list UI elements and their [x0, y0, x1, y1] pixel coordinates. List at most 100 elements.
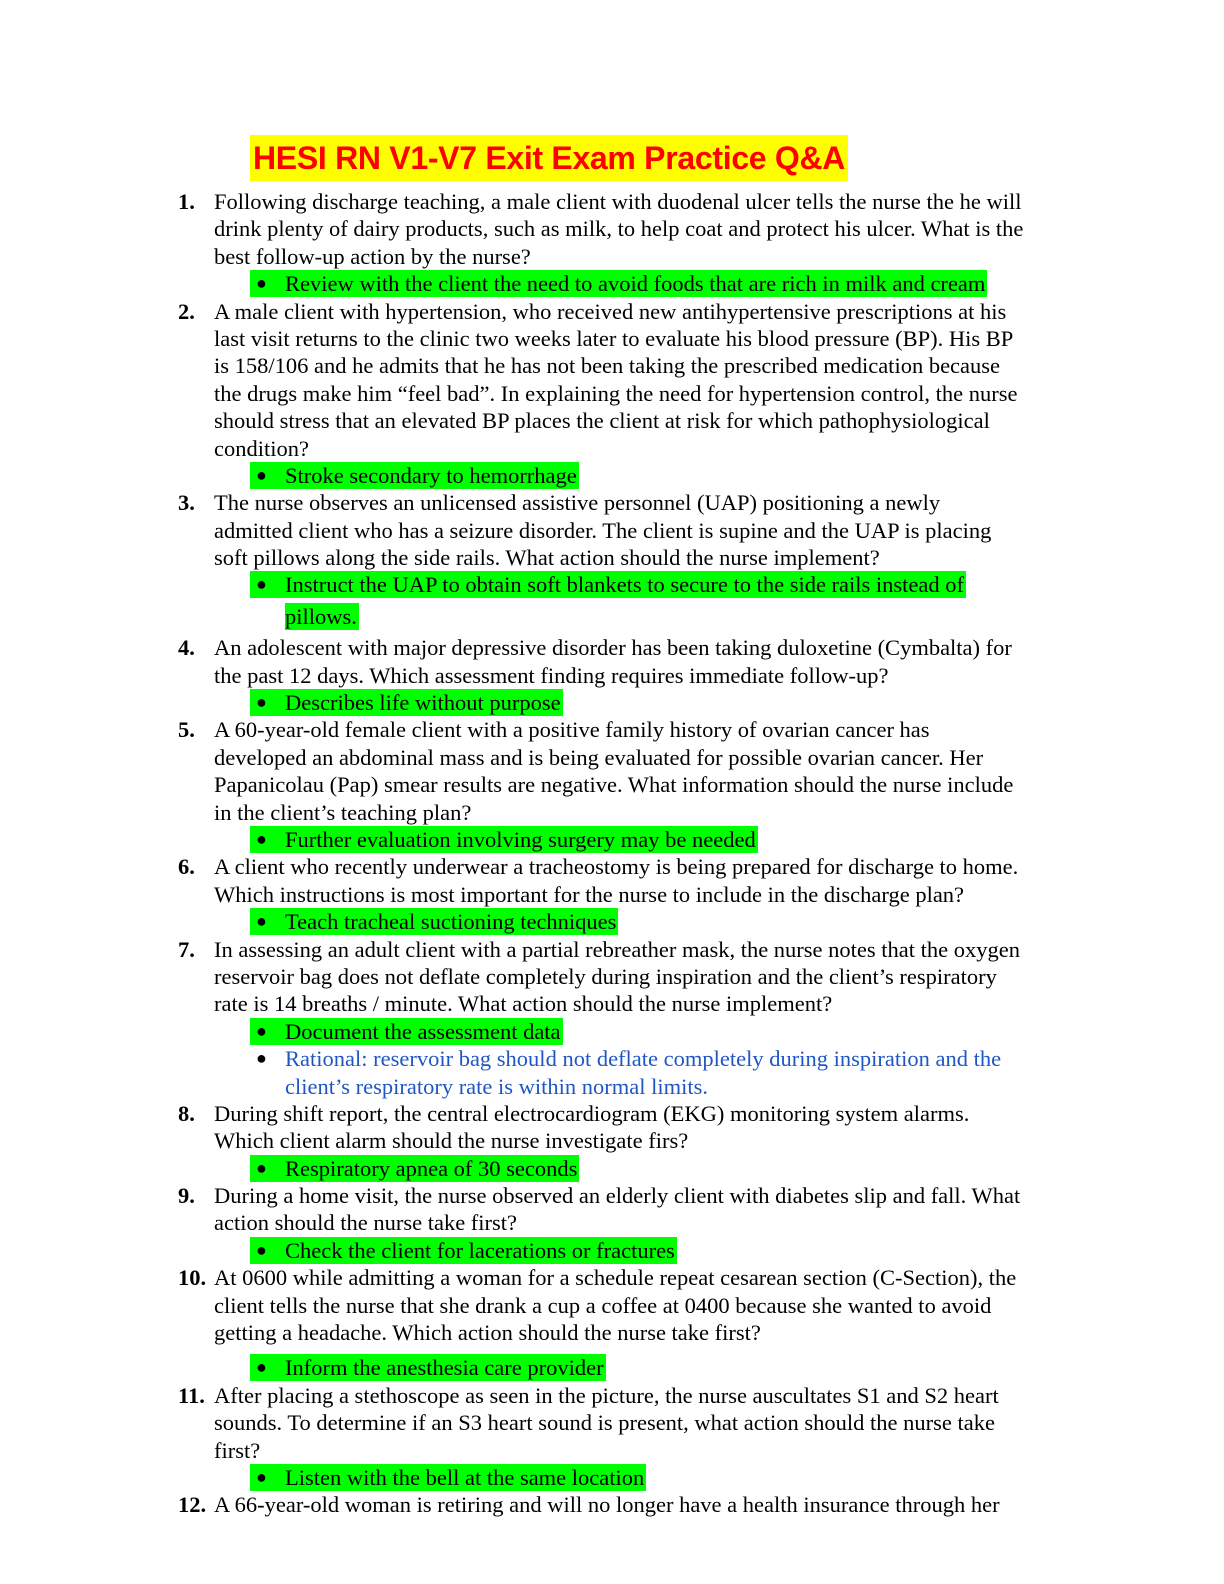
question-number: 10. [178, 1265, 207, 1291]
question-text: getting a headache. Which action should … [214, 1320, 761, 1346]
question-line: Papanicolau (Pap) smear results are nega… [0, 771, 1224, 798]
question-text: drink plenty of dairy products, such as … [214, 216, 1024, 242]
question-number: 12. [178, 1492, 207, 1518]
question-number: 3. [178, 490, 195, 516]
question-text: In assessing an adult client with a part… [214, 936, 1021, 962]
question-item: 12. A 66-year-old woman is retiring and w… [0, 1491, 1224, 1518]
answer-line: ●Review with the client the need to avoi… [0, 270, 1224, 298]
rationale-line: client’s respiratory rate is within norm… [0, 1073, 1224, 1100]
bullet-icon: ● [256, 1466, 267, 1487]
answer-line: ●Teach tracheal suctioning techniques [0, 908, 1224, 936]
bullet-icon: ● [256, 828, 267, 849]
answer-highlight: ●Review with the client the need to avoi… [250, 270, 988, 298]
question-text: condition? [214, 435, 309, 461]
question-number: 8. [178, 1100, 195, 1126]
bullet-icon: ● [256, 1239, 267, 1260]
question-line: drink plenty of dairy products, such as … [0, 215, 1224, 242]
question-item: 2.A male client with hypertension, who r… [0, 298, 1224, 490]
answer-line: ● Instruct the UAP to obtain soft blanket… [0, 571, 1224, 599]
question-text: best follow-up action by the nurse? [214, 243, 531, 269]
answer-highlight: ●Respiratory apnea of 30 seconds [250, 1154, 580, 1182]
answer-text: Check the client for lacerations or frac… [285, 1237, 675, 1263]
question-line: should stress that an elevated BP places… [0, 407, 1224, 434]
question-number: 11. [178, 1382, 205, 1408]
answer-line: ●Respiratory apnea of 30 seconds [0, 1154, 1224, 1182]
answer-line: ● Listen with the bell at the same locati… [0, 1463, 1224, 1491]
question-number: 9. [178, 1183, 195, 1209]
answer-line: ● Inform the anesthesia care provider [0, 1354, 1224, 1382]
title-container: HESI RN V1-V7 Exit Exam Practice Q&A [250, 135, 849, 181]
answer-highlight: ● Inform the anesthesia care provider [250, 1354, 606, 1382]
question-number: 4. [178, 635, 195, 661]
bullet-icon: ● [256, 464, 267, 485]
answer-line: ●Document the assessment data [0, 1017, 1224, 1045]
question-item: 6.A client who recently underwear a trac… [0, 853, 1224, 936]
question-line: 11. After placing a stethoscope as seen i… [0, 1382, 1224, 1409]
question-list: 1. Following discharge teaching, a male c… [0, 188, 1224, 1519]
question-line: 6.A client who recently underwear a trac… [0, 853, 1224, 880]
question-text: should stress that an elevated BP places… [214, 408, 990, 434]
answer-text: Inform the anesthesia care provider [285, 1355, 604, 1381]
question-item: 1. Following discharge teaching, a male c… [0, 188, 1224, 298]
answer-line: ●Describes life without purpose [0, 689, 1224, 717]
question-line: 1. Following discharge teaching, a male c… [0, 188, 1224, 215]
question-line: 12. A 66-year-old woman is retiring and w… [0, 1491, 1224, 1518]
question-text: A 60-year-old female client with a posit… [214, 717, 930, 743]
question-text: A 66-year-old woman is retiring and will… [214, 1492, 1000, 1518]
answer-text: pillows. [285, 603, 357, 629]
answer-highlight: ● Further evaluation involving surgery ma… [250, 825, 758, 853]
question-text: admitted client who has a seizure disord… [214, 517, 992, 543]
answer-text: Instruct the UAP to obtain soft blankets… [285, 572, 965, 598]
question-line: 10.At 0600 while admitting a woman for a… [0, 1264, 1224, 1291]
answer-text: Further evaluation involving surgery may… [285, 826, 756, 852]
question-item: 7.In assessing an adult client with a pa… [0, 936, 1224, 1100]
answer-highlight: ●Describes life without purpose [250, 689, 563, 717]
question-text: During shift report, the central electro… [214, 1100, 970, 1126]
question-number: 6. [178, 854, 195, 880]
answer-highlight: ●Document the assessment data [250, 1017, 563, 1045]
question-number: 1. [178, 189, 195, 214]
question-number: 2. [178, 298, 195, 324]
question-line: is 158/106 and he admits that he has not… [0, 352, 1224, 379]
question-text: sounds. To determine if an S3 heart soun… [214, 1410, 995, 1436]
question-line: reservoir bag does not deflate completel… [0, 963, 1224, 990]
question-line: Which client alarm should the nurse inve… [0, 1127, 1224, 1154]
answer-text: Teach tracheal suctioning techniques [285, 909, 617, 935]
question-line: 5. A 60-year-old female client with a pos… [0, 716, 1224, 743]
question-item: 11. After placing a stethoscope as seen i… [0, 1382, 1224, 1492]
question-text: rate is 14 breaths / minute. What action… [214, 991, 833, 1017]
question-item: 9. During a home visit, the nurse observe… [0, 1182, 1224, 1264]
answer-highlight: ● Listen with the bell at the same locati… [250, 1463, 647, 1491]
question-line: the past 12 days. Which assessment findi… [0, 662, 1224, 689]
rationale: client’s respiratory rate is within norm… [285, 1073, 708, 1100]
question-line: first? [0, 1437, 1224, 1464]
question-text: action should the nurse take first? [214, 1210, 518, 1236]
question-text: Which instructions is most important for… [214, 881, 965, 907]
question-line: 2.A male client with hypertension, who r… [0, 298, 1224, 325]
answer-text: Describes life without purpose [285, 690, 561, 716]
question-line: best follow-up action by the nurse? [0, 243, 1224, 270]
question-item: 10.At 0600 while admitting a woman for a… [0, 1264, 1224, 1382]
answer-line: pillows. [0, 602, 1224, 630]
rationale-text: Rational: reservoir bag should not defla… [285, 1046, 1002, 1072]
bullet-icon: ● [256, 574, 267, 595]
question-text: Following discharge teaching, a male cli… [214, 189, 1022, 214]
bullet-icon: ● [256, 1157, 267, 1178]
question-number: 5. [178, 717, 195, 743]
question-text: During a home visit, the nurse observed … [214, 1183, 1021, 1209]
question-line: sounds. To determine if an S3 heart soun… [0, 1409, 1224, 1436]
question-line: action should the nurse take first? [0, 1209, 1224, 1236]
question-text: After placing a stethoscope as seen in t… [214, 1382, 999, 1408]
question-text: soft pillows along the side rails. What … [214, 545, 880, 571]
question-line: rate is 14 breaths / minute. What action… [0, 990, 1224, 1017]
bullet-icon: ● [256, 1357, 267, 1378]
answer-text: Listen with the bell at the same locatio… [285, 1464, 645, 1490]
question-line: 3.The nurse observes an unlicensed assis… [0, 489, 1224, 516]
question-line: Which instructions is most important for… [0, 881, 1224, 908]
question-text: developed an abdominal mass and is being… [214, 744, 984, 770]
question-text: is 158/106 and he admits that he has not… [214, 353, 1001, 379]
rationale-text: client’s respiratory rate is within norm… [285, 1073, 709, 1099]
question-line: client tells the nurse that she drank a … [0, 1292, 1224, 1319]
question-line: admitted client who has a seizure disord… [0, 517, 1224, 544]
answer-highlight: ● Check the client for lacerations or fra… [250, 1236, 677, 1264]
